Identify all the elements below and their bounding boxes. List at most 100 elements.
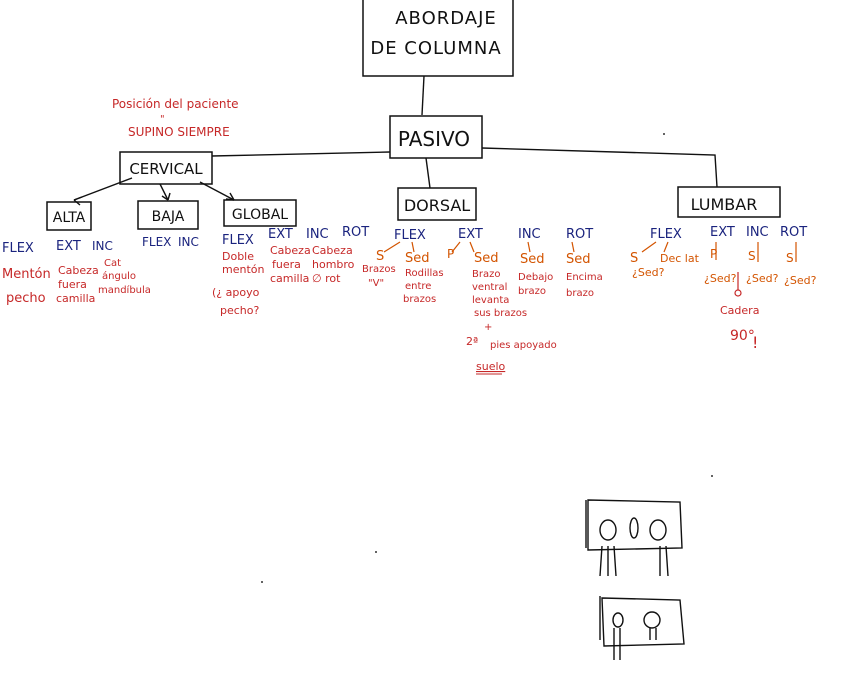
dorsal-flex-sed-note-1: Rodillas <box>405 268 444 279</box>
baja-node: BAJA <box>137 200 199 230</box>
cervical-to-global-arrow <box>199 181 235 201</box>
global-col-rot: ROT <box>342 225 369 240</box>
lumbar-flex-q: ¿Sed? <box>632 266 665 279</box>
lumbar-inc-q: ¿Sed? <box>746 272 779 285</box>
doodle-bottom-legs <box>613 628 657 660</box>
global-box <box>223 199 297 227</box>
doodle-bottom-head-2 <box>643 611 661 629</box>
dorsal-inc-sed: Sed <box>520 252 545 267</box>
lumbar-rot-s: S <box>786 251 794 265</box>
dorsal-inc-note-2: brazo <box>518 286 546 297</box>
dorsal-flex-s-note-1: Brazos <box>362 264 396 275</box>
root-box <box>362 0 514 77</box>
dorsal-flex-s-note-2: "V" <box>368 278 384 289</box>
lumbar-col-ext: EXT <box>710 225 735 240</box>
dorsal-rot-note-1: Encima <box>566 272 603 283</box>
global-flex-note-1: Doble <box>222 250 254 263</box>
doodle-top-head-3 <box>649 519 667 541</box>
cervical-to-alta-arrow <box>73 177 133 201</box>
dorsal-ext-note-3: levanta <box>472 295 509 306</box>
note-line3: SUPINO SIEMPRE <box>128 125 230 139</box>
global-inc-note-2: hombro <box>312 258 355 271</box>
dorsal-ext-sed: Sed <box>474 251 499 266</box>
dorsal-rot-sed: Sed <box>566 252 591 267</box>
lumbar-col-inc: INC <box>746 225 769 240</box>
dorsal-label: DORSAL <box>404 196 470 215</box>
doodle-bottom-head-1 <box>612 612 624 628</box>
global-ext-note-1: Cabeza <box>270 244 311 257</box>
dorsal-ext-extra-2: + <box>484 322 492 333</box>
lumbar-label: LUMBAR <box>691 195 758 214</box>
lumbar-note-2: 90° <box>730 328 755 344</box>
root-node: ABORDAJE DE COLUMNA <box>362 0 514 77</box>
doodle-bottom-frame <box>601 597 685 647</box>
note-line2: " <box>160 114 165 125</box>
pasivo-box <box>389 115 483 159</box>
dorsal-box <box>397 187 477 221</box>
pasivo-label: PASIVO <box>398 127 470 151</box>
alta-arrowhead <box>73 196 83 206</box>
baja-box <box>137 200 199 230</box>
dorsal-ext-note-2: ventral <box>472 282 507 293</box>
global-node: GLOBAL <box>223 199 297 227</box>
cervical-box <box>119 151 213 185</box>
lumbar-col-flex: FLEX <box>650 227 682 242</box>
alta-col-inc: INC <box>92 239 113 253</box>
dorsal-inc-line <box>527 241 531 253</box>
dorsal-col-flex: FLEX <box>394 228 426 243</box>
alta-inc-note-3: mandíbula <box>98 284 151 296</box>
baja-col-inc: INC <box>178 235 199 249</box>
dorsal-flex-s: S <box>376 249 384 264</box>
root-line1: ABORDAJE <box>395 8 497 29</box>
global-ext-note-2: fuera <box>272 258 301 271</box>
dorsal-flex-sed-note-2: entre <box>405 281 431 292</box>
lumbar-inc-s: S <box>748 249 756 263</box>
dorsal-ext-extra-4: suelo <box>476 360 506 373</box>
alta-col-ext: EXT <box>56 239 81 254</box>
alta-ext-note-1: Cabeza <box>58 264 99 277</box>
doodle-top-head-2 <box>629 517 639 539</box>
global-col-flex: FLEX <box>222 233 254 248</box>
dorsal-rot-note-2: brazo <box>566 288 594 299</box>
pasivo-to-cervical-line <box>211 151 391 157</box>
global-label: GLOBAL <box>232 207 288 223</box>
global-ext-note-3: camilla <box>270 272 309 285</box>
lumbar-ext-p: P <box>710 247 717 261</box>
dorsal-col-ext: EXT <box>458 227 483 242</box>
root-line2: DE COLUMNA <box>370 38 501 59</box>
pasivo-to-lumbar-line <box>481 147 718 188</box>
alta-label: ALTA <box>53 210 86 226</box>
stray-dot-3 <box>261 581 263 583</box>
dorsal-flex-sed-note-3: brazos <box>403 294 436 305</box>
cervical-node: CERVICAL <box>119 151 213 185</box>
alta-inc-note-1: Cat <box>104 258 121 269</box>
dorsal-flex-split-lines <box>383 241 415 253</box>
dorsal-ext-p: P <box>447 247 454 261</box>
baja-col-flex: FLEX <box>142 235 171 249</box>
dorsal-rot-line <box>571 241 575 253</box>
global-flex-note-4: pecho? <box>220 304 259 317</box>
global-rot-note-1: ∅ rot <box>312 272 341 285</box>
alta-inc-note-2: ángulo <box>102 270 136 282</box>
alta-col-flex: FLEX <box>2 241 34 256</box>
dorsal-ext-extra-3: pies apoyado <box>490 340 557 351</box>
lumbar-note-1: Cadera <box>720 304 759 317</box>
doodle-figure-bottom <box>599 596 685 660</box>
lumbar-box <box>677 186 781 218</box>
pasivo-node: PASIVO <box>389 115 483 159</box>
dorsal-col-rot: ROT <box>566 227 593 242</box>
dorsal-col-inc: INC <box>518 227 541 242</box>
dorsal-inc-note-1: Debajo <box>518 272 553 283</box>
patient-position-note: Posición del paciente " SUPINO SIEMPRE <box>112 97 239 139</box>
lumbar-col-rot: ROT <box>780 225 807 240</box>
alta-node: ALTA <box>46 201 92 231</box>
alta-box <box>46 201 92 231</box>
global-flex-note-3: (¿ apoyo <box>212 286 260 299</box>
alta-flex-note-2: pecho <box>6 291 46 306</box>
dorsal-ext-extra-1: 2ª <box>466 335 478 348</box>
stray-dot-2 <box>375 551 377 553</box>
alta-flex-note-1: Mentón <box>2 267 51 282</box>
lumbar-flex-split-lines <box>641 241 669 253</box>
lumbar-rot-q: ¿Sed? <box>784 274 817 287</box>
